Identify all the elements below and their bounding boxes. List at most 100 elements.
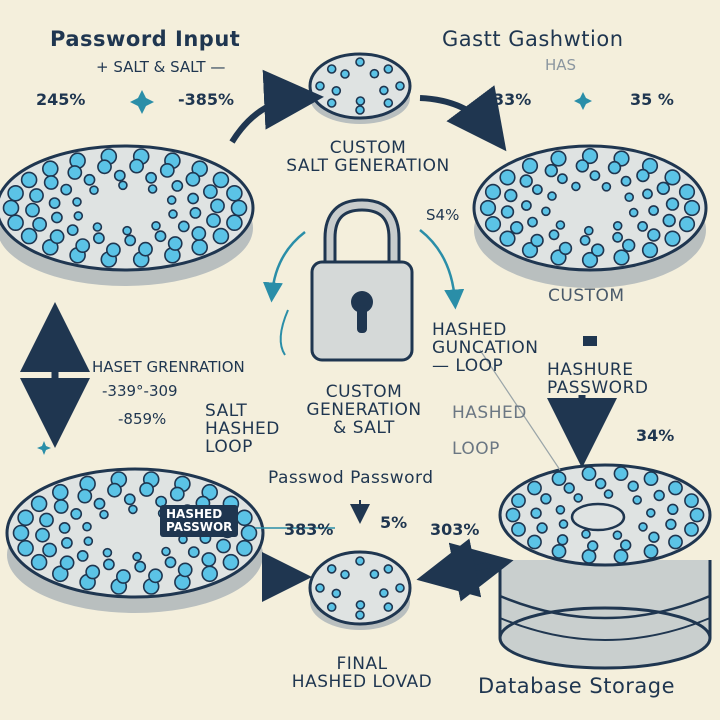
bead — [668, 534, 683, 550]
bead — [168, 209, 178, 219]
bead — [48, 197, 61, 209]
bead — [519, 174, 533, 188]
bead — [369, 569, 380, 580]
pct-bottom-b: 5% — [380, 513, 408, 532]
beads-top-right — [479, 147, 701, 269]
bead — [134, 560, 147, 573]
bead — [236, 509, 253, 527]
bead — [159, 162, 175, 178]
bead — [89, 185, 99, 195]
bead — [166, 195, 177, 205]
bead — [171, 179, 184, 192]
bead — [558, 519, 569, 529]
bead — [369, 68, 380, 79]
bead — [97, 159, 112, 175]
bead — [167, 236, 183, 251]
bead — [603, 489, 614, 499]
bead — [240, 524, 258, 542]
bead — [667, 503, 679, 515]
small-block-icon — [583, 336, 597, 346]
bead — [547, 191, 557, 201]
bead — [145, 171, 157, 184]
bead — [621, 238, 636, 253]
label-hashed-guncation-loop: HASHED GUNCATION — LOOP — [432, 320, 539, 376]
bead — [647, 228, 661, 242]
bead — [581, 251, 599, 269]
bead — [689, 507, 705, 523]
bead — [177, 562, 193, 578]
bead — [532, 184, 543, 195]
bead — [7, 185, 24, 202]
bead — [58, 522, 71, 534]
bead — [637, 220, 648, 232]
bead — [511, 522, 526, 537]
beads-top-center — [315, 57, 405, 115]
label-salt-hashed-loop: SALT HASHED LOOP — [205, 401, 280, 457]
title-database-storage: Database Storage — [478, 674, 676, 698]
label-hashed-loop-mid: HASHED LOOP — [452, 403, 527, 459]
bead — [505, 507, 521, 523]
bead — [573, 493, 584, 503]
bead — [510, 221, 524, 235]
label-passwod-password: Passwod Password — [268, 468, 434, 488]
bead — [103, 558, 115, 571]
disk-bottom-center — [308, 550, 412, 630]
bead — [51, 483, 69, 501]
bead — [132, 551, 142, 562]
disk-top-left — [0, 144, 255, 286]
bead — [355, 556, 365, 566]
bead — [340, 69, 350, 79]
bead — [383, 602, 394, 612]
title-hash-function: Gastt Gashwtion — [442, 27, 624, 51]
label-final-hashed: FINAL HASHED LOVAD — [291, 654, 433, 692]
bead — [187, 546, 200, 558]
pct-tl-right: -385% — [178, 90, 235, 109]
bead — [665, 518, 677, 530]
bead — [653, 489, 665, 502]
pct-left-low: -859% — [118, 410, 167, 428]
label-custom-salt-generation: CUSTOM SALT GENERATION — [286, 138, 450, 176]
label-hashure-password: HASHURE PASSWORD — [547, 360, 649, 398]
bead — [201, 483, 218, 501]
pct-center-right: S4% — [426, 206, 460, 224]
bead — [636, 168, 650, 183]
bead — [191, 160, 208, 177]
bead — [544, 163, 558, 178]
bead — [395, 583, 405, 593]
bead — [122, 225, 132, 236]
bead — [42, 542, 57, 558]
bead — [627, 480, 639, 492]
bead — [77, 488, 93, 504]
bead — [102, 547, 113, 558]
pct-tr-left: 33% — [493, 90, 532, 109]
bead — [583, 225, 594, 236]
subtitle-has: HAS — [545, 56, 577, 74]
bead — [550, 150, 567, 167]
bead — [575, 159, 589, 173]
bead — [551, 471, 567, 486]
bead — [555, 504, 566, 515]
bead — [61, 537, 73, 549]
beads-top-left — [2, 148, 248, 268]
bead — [17, 539, 34, 557]
bead — [30, 553, 48, 571]
bead — [521, 242, 539, 259]
bead — [206, 213, 221, 228]
bead — [613, 249, 630, 266]
bead — [540, 493, 552, 505]
bead — [53, 499, 69, 514]
bead — [29, 188, 44, 203]
bead — [189, 206, 202, 219]
bead — [20, 227, 38, 245]
bead — [20, 171, 38, 189]
bead — [643, 544, 659, 559]
bead — [684, 522, 699, 537]
bead — [664, 230, 681, 247]
bead — [331, 588, 342, 599]
bead — [355, 610, 365, 620]
bead — [395, 81, 405, 91]
bead — [536, 522, 548, 534]
bead — [656, 181, 670, 196]
label-haset-generation: HASET GRENRATION — [92, 358, 245, 376]
